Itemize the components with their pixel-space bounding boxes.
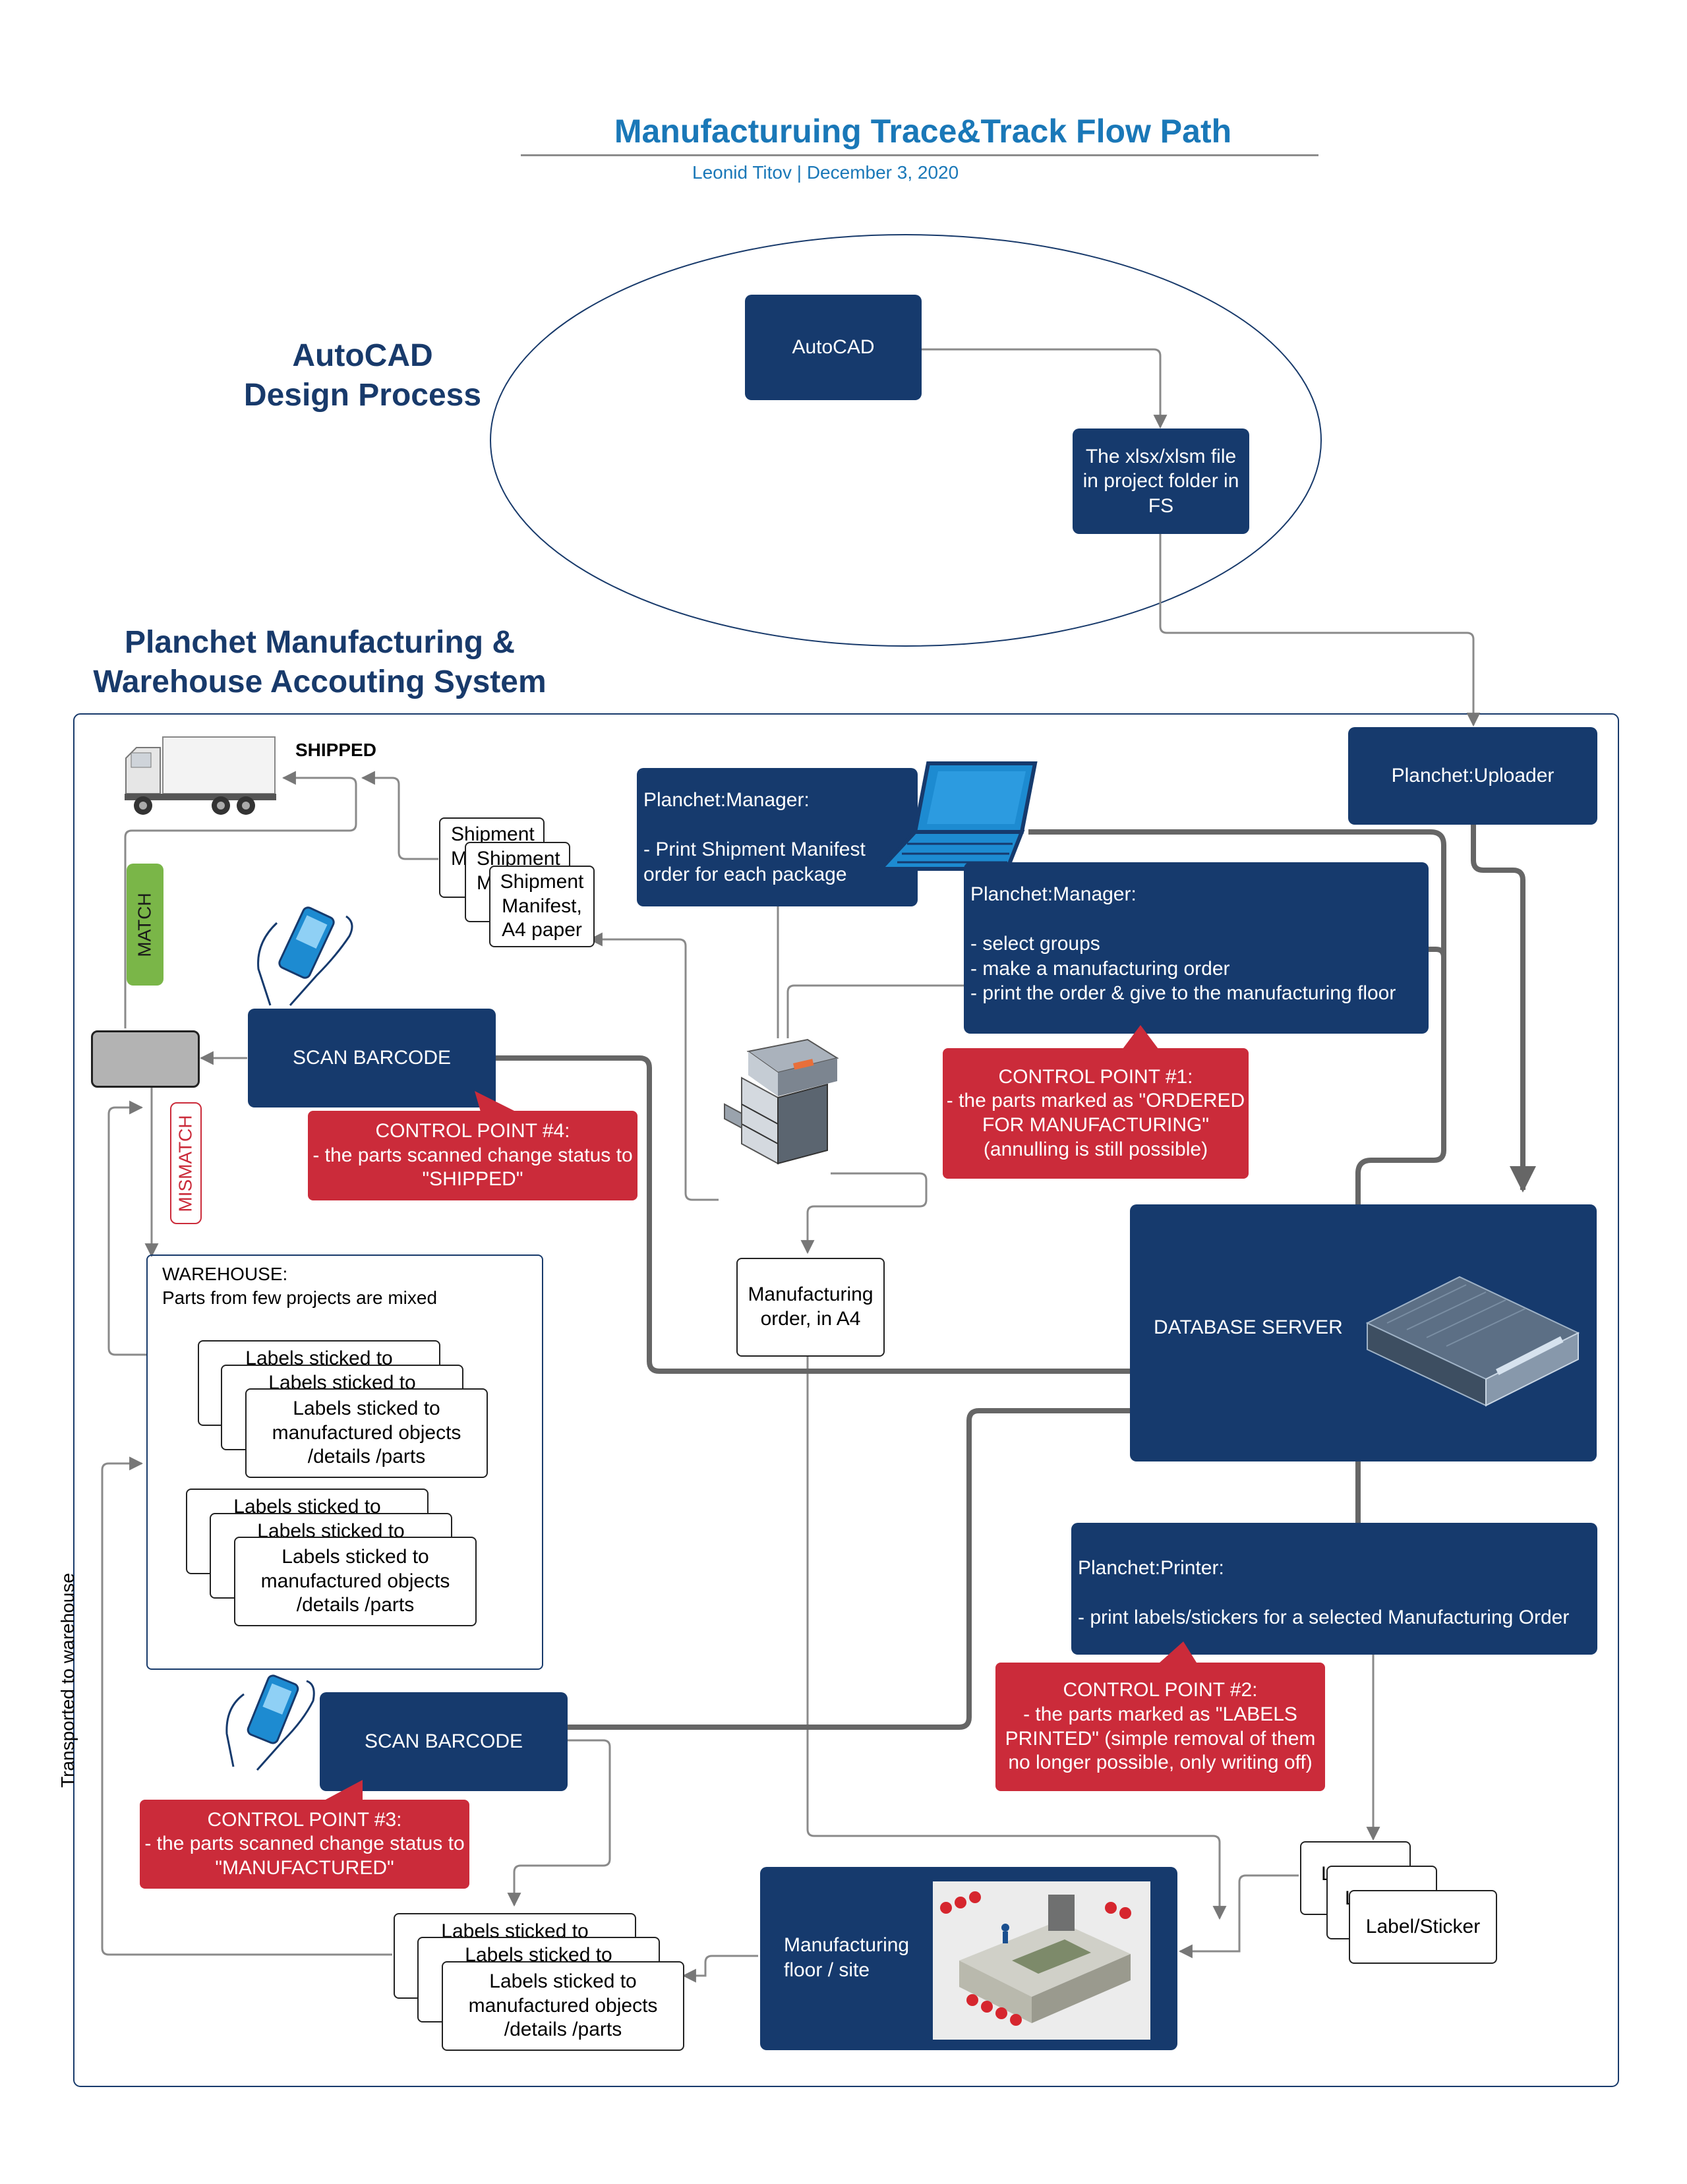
mfg-order-to-floor [806,1357,1227,1920]
manufacturing-floor-node[interactable]: Manufacturing floor / site [760,1867,1177,2050]
station-to-truck [124,771,357,1028]
page-subtitle: Leonid Titov | December 3, 2020 [692,162,959,183]
autocad-section-heading: AutoCAD Design Process [243,338,482,413]
truck-icon [125,736,276,815]
mismatch-tag: MISMATCH [170,1102,202,1224]
labels-front-2: Labels sticked to manufactured objects /… [234,1537,477,1626]
warehouse-container: WAREHOUSE: Parts from few projects are m… [146,1254,543,1670]
autocad-to-file [920,348,1168,429]
scan-bottom-to-labels [507,1739,611,1907]
handheld-scanner-icon [225,1674,315,1771]
labels-front-3: Labels sticked to manufactured objects /… [442,1961,684,2051]
uploader-to-db [1471,824,1536,1193]
shipped-label: SHIPPED [295,740,376,760]
planchet-section-heading: Planchet Manufacturing & Warehouse Accou… [93,625,547,699]
manifest-front: Shipment Manifest, A4 paper [489,866,595,947]
match-tag: MATCH [127,864,163,986]
cp2-pointer [1154,1641,1200,1668]
transported-label: Transported to warehouse [57,1573,78,1788]
control-point-4: CONTROL POINT #4: - the parts scanned ch… [308,1111,637,1200]
copier-icon [724,1038,839,1165]
uploader-node[interactable]: Planchet:Uploader [1348,727,1597,825]
manager-manifest-node[interactable]: Planchet:Manager: - Print Shipment Manif… [637,768,918,906]
manager-order-to-copier [786,984,969,1038]
autocad-boundary [490,234,1322,647]
scan-bottom-to-db [567,1408,1131,1730]
handheld-scanner-icon [257,906,353,1006]
cp3-pointer [323,1780,363,1801]
control-point-1: CONTROL POINT #1: - the parts marked as … [943,1048,1249,1179]
manifest-to-truck [361,771,438,860]
server-icon [1365,1276,1580,1407]
database-server-node[interactable]: DATABASE SERVER [1130,1204,1597,1461]
copier-to-manifest [588,932,719,1201]
sticker-to-floor [1178,1874,1299,1959]
laptop-icon [876,761,1038,871]
manufacturing-order-document: Manufacturing order, in A4 [736,1258,885,1357]
file-to-uploader [1159,534,1481,727]
scan-barcode-bottom[interactable]: SCAN BARCODE [320,1692,568,1791]
manager-order-node[interactable]: Planchet:Manager: - select groups - make… [964,862,1429,1034]
floor-to-labels [682,1955,758,1983]
page-title: Manufacturuing Trace&Track Flow Path [614,113,1232,150]
database-label: DATABASE SERVER [1154,1316,1343,1338]
laptop-to-db [1028,829,1446,1206]
scan-top-to-db [496,1055,1131,1374]
manufacturing-floor-label: Manufacturing floor / site [784,1934,910,1981]
title-divider [521,154,1318,156]
system-boundary [73,713,1619,2087]
scanner-station-icon [91,1030,200,1088]
xlsx-file-node[interactable]: The xlsx/xlsm file in project folder in … [1073,428,1249,534]
copier-to-mfg-order [800,1172,928,1254]
printer-node[interactable]: Planchet:Printer: - print labels/sticker… [1071,1523,1597,1655]
control-point-2: CONTROL POINT #2: - the parts marked as … [995,1663,1325,1791]
manager-order-to-db [1424,947,1446,958]
control-point-3: CONTROL POINT #3: - the parts scanned ch… [140,1800,469,1889]
labels-front-1: Labels sticked to manufactured objects /… [245,1388,488,1478]
warehouse-label: WAREHOUSE: Parts from few projects are m… [162,1264,438,1309]
cp1-pointer [1121,1025,1160,1051]
labels-transported [101,1456,392,1956]
autocad-node[interactable]: AutoCAD [745,295,922,400]
sticker-front: Label/Sticker [1349,1890,1497,1964]
factory-icon [933,1881,1150,2040]
scan-barcode-top[interactable]: SCAN BARCODE [248,1009,496,1107]
cp4-pointer [475,1091,521,1114]
warehouse-to-scan [107,1100,146,1356]
